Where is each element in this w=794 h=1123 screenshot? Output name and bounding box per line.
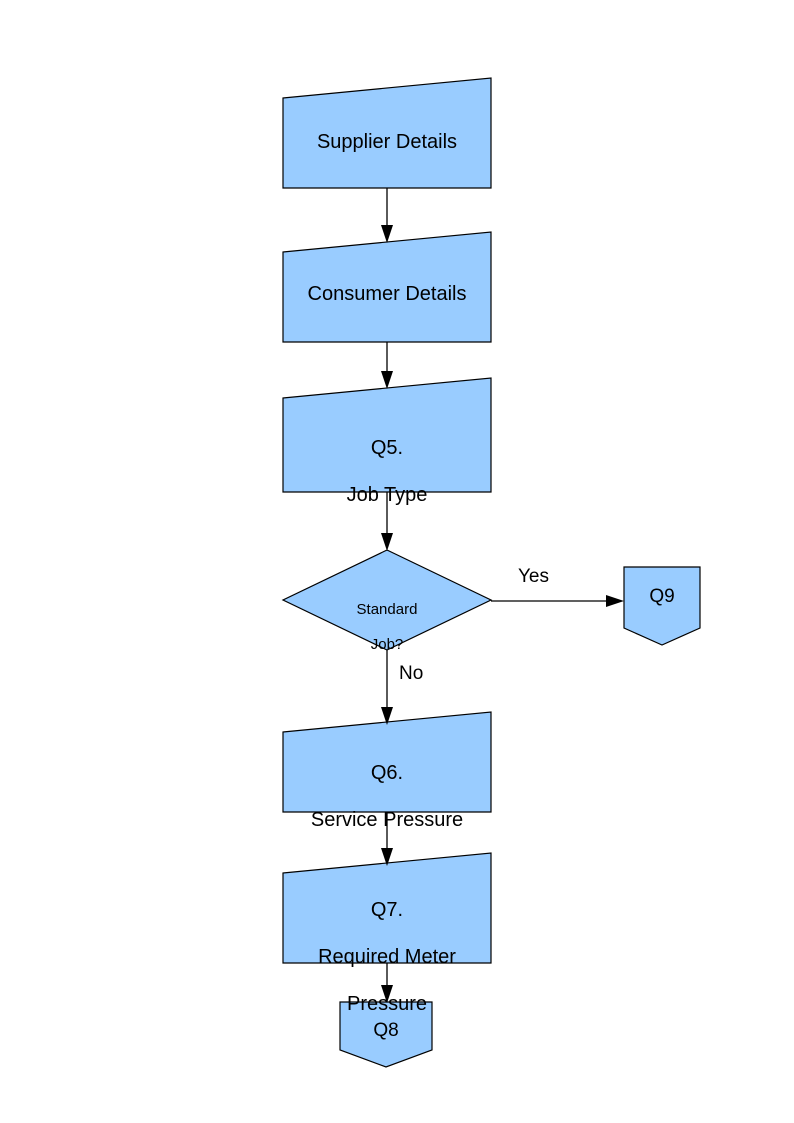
edge-supplier-to-consumer: [381, 188, 393, 243]
edge-q6-to-q7: [381, 812, 393, 866]
node-supplier-details[interactable]: [282, 77, 492, 189]
edge-label-yes: Yes: [518, 566, 549, 587]
edge-q7-to-q8: [381, 963, 393, 1003]
edge-consumer-to-q5: [381, 342, 393, 389]
edge-label-no: No: [399, 663, 424, 684]
edge-decision-to-q6: [381, 650, 393, 725]
node-standard-job-decision[interactable]: [281, 549, 493, 651]
edge-decision-to-q9: [491, 595, 624, 607]
node-q7-required-meter-pressure[interactable]: [282, 852, 492, 964]
node-q8-connector[interactable]: [339, 1001, 433, 1068]
node-consumer-details[interactable]: [282, 231, 492, 343]
node-q6-service-pressure[interactable]: [282, 711, 492, 813]
node-q5-job-type[interactable]: [282, 377, 492, 493]
node-q9-connector[interactable]: [623, 566, 701, 646]
edge-q5-to-decision: [381, 492, 393, 551]
